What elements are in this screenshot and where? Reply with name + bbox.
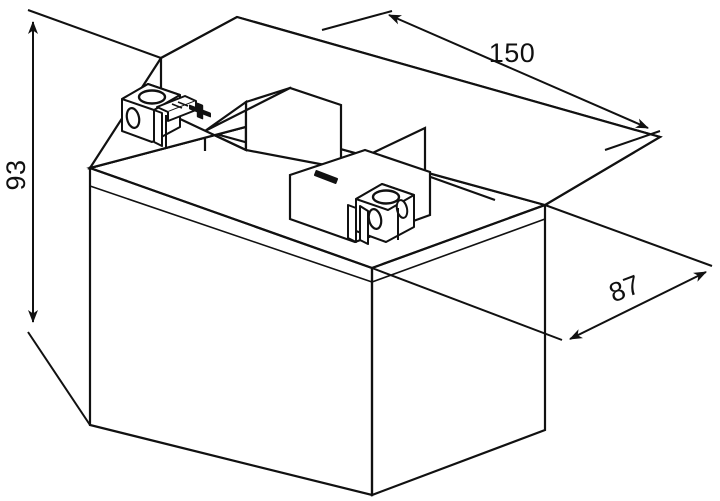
negative-terminal-bolt-icon: [367, 208, 383, 230]
dim-93-extension-top: [27, 9, 162, 59]
polarity-markings: [189, 102, 339, 184]
dim-87-extension-lower: [371, 267, 563, 341]
positive-terminal-nut-icon: [137, 89, 167, 105]
lid-rim-right-line: [371, 218, 546, 283]
dim-150-extension-left: [321, 10, 393, 31]
dimension-93: [27, 9, 162, 426]
dim-87-extension-upper: [544, 204, 713, 267]
positive-terminal: [121, 83, 197, 148]
dim-93-label: 93: [1, 159, 31, 190]
negative-terminal-clamp-strip: [359, 205, 369, 245]
minus-marking-icon: [313, 170, 339, 184]
dim-150-line: [388, 14, 649, 129]
dim-87-line: [569, 271, 707, 340]
lid-rim-left-line: [89, 185, 373, 283]
negative-terminal-nut-icon: [371, 189, 401, 205]
dimension-87: [371, 204, 713, 341]
positive-terminal-clamp-strip: [153, 109, 163, 147]
positive-terminal-thread-hatch: [171, 101, 189, 109]
negative-terminal: [347, 183, 415, 245]
negative-terminal-outer-plate: [347, 204, 357, 243]
lid-geometry: [87, 15, 663, 244]
dim-150-extension-right: [604, 130, 661, 151]
dimension-150: [321, 10, 661, 151]
dim-93-extension-bottom: [27, 331, 91, 426]
positive-terminal-bolt-icon: [125, 107, 141, 129]
dim-150-label: 150: [489, 38, 536, 68]
plus-marking-icon: [189, 102, 211, 120]
